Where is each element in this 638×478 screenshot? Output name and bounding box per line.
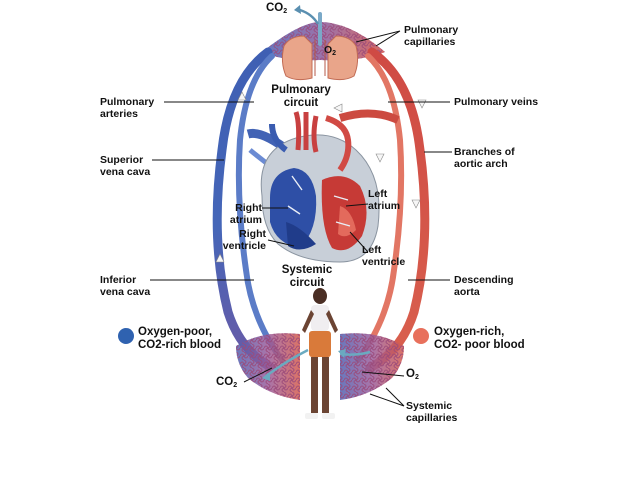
co2-top-label: CO2 <box>266 2 288 15</box>
o2-top-label: O2 <box>324 44 337 57</box>
pulmonary-circuit-label: Pulmonary circuit <box>271 84 331 109</box>
person-figure <box>302 288 338 419</box>
right-atrium-label: Right atrium <box>229 202 262 226</box>
legend-dot-oxygen-poor <box>118 328 134 344</box>
superior-vena-cava-label: Superior vena cava <box>100 154 151 178</box>
lungs <box>281 12 359 81</box>
descending-aorta-label: Descending aorta <box>454 274 514 298</box>
right-ventricle-label: Right ventricle <box>222 228 266 252</box>
co2-out-arrow <box>294 5 320 25</box>
leader-lines <box>150 30 452 407</box>
co2-bottom-label: CO2 <box>216 376 238 389</box>
flow-arrows <box>215 91 427 263</box>
pulmonary-veins-label: Pulmonary veins <box>454 96 539 108</box>
legend-oxygen-poor: Oxygen-poor, CO2-rich blood <box>138 326 222 351</box>
inferior-vena-cava-label: Inferior vena cava <box>100 274 151 298</box>
branches-aortic-arch-label: Branches of aortic arch <box>454 146 515 170</box>
gas-exchange-arrows <box>262 348 371 381</box>
left-atrium-label: Left atrium <box>368 188 401 212</box>
left-ventricle-label: Left ventricle <box>362 244 406 268</box>
pulmonary-capillaries-label: Pulmonary capillaries <box>404 24 459 48</box>
heart <box>260 111 380 263</box>
o2-bottom-label: O2 <box>406 368 419 381</box>
systemic-capillary-bed <box>236 333 404 400</box>
legend-oxygen-rich: Oxygen-rich, CO2- poor blood <box>434 326 525 351</box>
arterial-loop <box>338 47 430 373</box>
legend-dot-oxygen-rich <box>413 328 429 344</box>
pulmonary-arteries-label: Pulmonary arteries <box>100 96 155 120</box>
systemic-circuit-label: Systemic circuit <box>281 264 333 289</box>
systemic-capillaries-label: Systemic capillaries <box>406 400 458 424</box>
